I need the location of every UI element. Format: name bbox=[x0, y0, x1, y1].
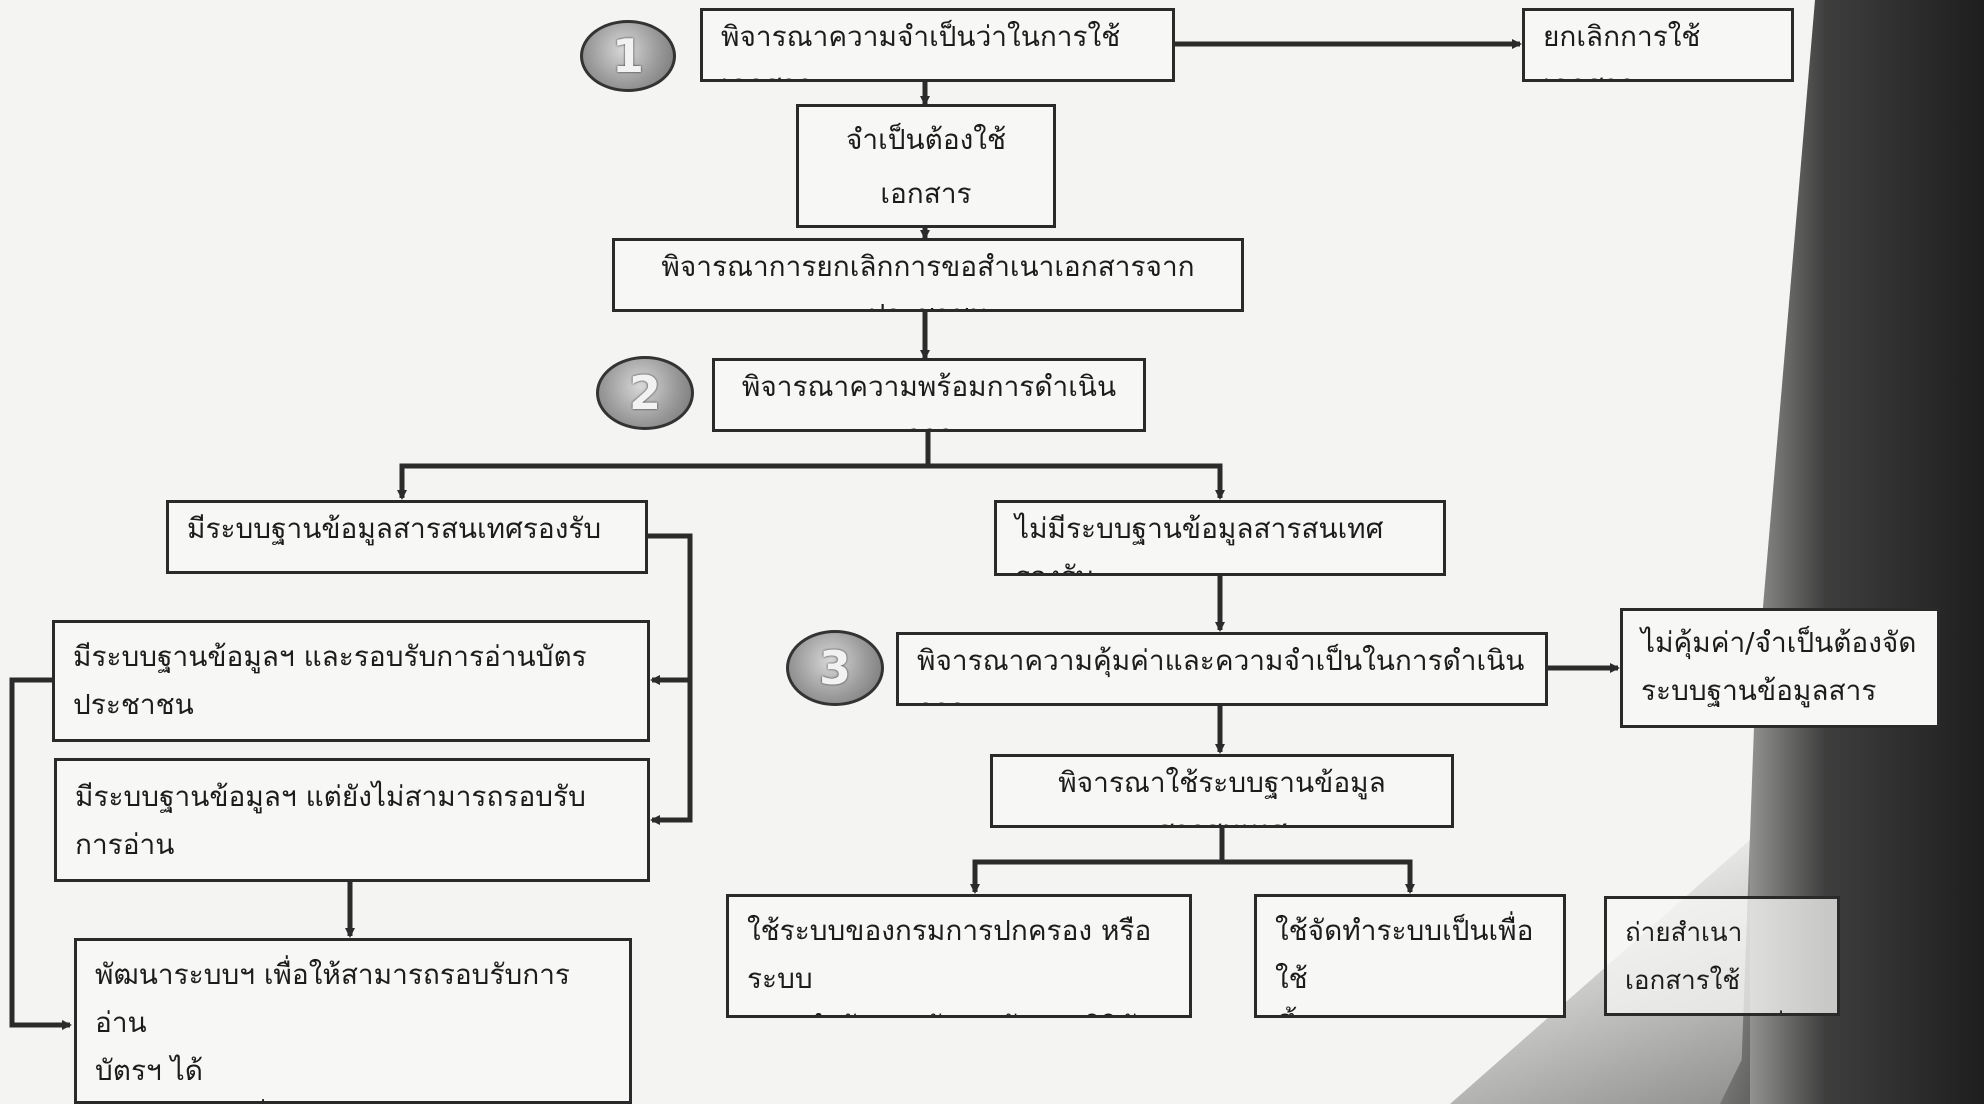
step-3-marker: 3 bbox=[786, 630, 884, 706]
use-dopa-line1: ใช้ระบบของกรมการปกครอง หรือระบบ bbox=[747, 914, 1152, 995]
has-db-nocard-box: มีระบบฐานข้อมูลฯ แต่ยังไม่สามารถรอบรับกา… bbox=[54, 758, 650, 882]
consider-use-db-box: พิจารณาใช้ระบบฐานข้อมูลสารสนเทศ bbox=[990, 754, 1454, 828]
copy-doc-line2: ตามแนวทางที่ 3 bbox=[1625, 1005, 1825, 1013]
not-worth-line2: ระบบฐานข้อมูลสาร bbox=[1641, 674, 1877, 707]
use-dopa-box: ใช้ระบบของกรมการปกครอง หรือระบบ ของ สำนั… bbox=[726, 894, 1192, 1018]
has-db-box: มีระบบฐานข้อมูลสารสนเทศรองรับ bbox=[166, 500, 648, 574]
has-db-nocard-line1: มีระบบฐานข้อมูลฯ แต่ยังไม่สามารถรอบรับกา… bbox=[75, 780, 586, 861]
consider-need-box: พิจารณาความจำเป็นว่าในการใช้เอกสาร bbox=[700, 8, 1175, 82]
copy-doc-box: ถ่ายสำเนาเอกสารใช้ ตามแนวทางที่ 3 bbox=[1604, 896, 1840, 1016]
consider-need-text: พิจารณาความจำเป็นว่าในการใช้เอกสาร bbox=[721, 20, 1121, 79]
has-db-card-line1: มีระบบฐานข้อมูลฯ และรอบรับการอ่านบัตร bbox=[73, 640, 587, 673]
step-1-marker: 1 bbox=[580, 20, 676, 92]
consider-cancel-copy-text: พิจารณาการยกเลิกการขอสำเนาเอกสารจากประชา… bbox=[661, 250, 1195, 309]
consider-worth-text: พิจารณาความคุ้มค่าและความจำเป็นในการดำเน… bbox=[917, 644, 1525, 703]
need-doc-box: จำเป็นต้องใช้ เอกสาร bbox=[796, 104, 1056, 228]
has-db-card-box: มีระบบฐานข้อมูลฯ และรอบรับการอ่านบัตร ปร… bbox=[52, 620, 650, 742]
no-db-text: ไม่มีระบบฐานข้อมูลสารสนเทศรองรับ bbox=[1015, 512, 1384, 573]
not-worth-line1: ไม่คุ้มค่า/จำเป็นต้องจัด bbox=[1641, 626, 1917, 659]
split-usedb bbox=[970, 826, 1225, 894]
cancel-use-text: ยกเลิกการใช้เอกสาร bbox=[1543, 20, 1701, 79]
split-readiness bbox=[397, 430, 931, 500]
bracket-card-to-develop bbox=[9, 677, 72, 1030]
split-readiness-right bbox=[928, 463, 1225, 500]
develop-line1: พัฒนาระบบฯ เพื่อให้สามารถรอบรับการอ่าน bbox=[95, 958, 570, 1039]
develop-line2: บัตรฯ ได้ bbox=[95, 1054, 203, 1087]
consider-worth-box: พิจารณาความคุ้มค่าและความจำเป็นในการดำเน… bbox=[896, 632, 1548, 706]
need-doc-line1: จำเป็นต้องใช้ bbox=[846, 123, 1006, 156]
need-doc-line2: เอกสาร bbox=[880, 177, 972, 210]
has-db-nocard-line2: บัตรประจำตัวประชาชน bbox=[75, 869, 629, 879]
not-worth-box: ไม่คุ้มค่า/จำเป็นต้องจัด ระบบฐานข้อมูลสา… bbox=[1620, 608, 1940, 728]
use-dopa-line2: ของ สำนักงานพัฒนารัฐบาลดิจิทัล bbox=[747, 1003, 1171, 1015]
cancel-use-box: ยกเลิกการใช้เอกสาร bbox=[1522, 8, 1794, 82]
build-own-line1: ใช้จัดทำระบบเป็นเพื่อใช้ bbox=[1275, 914, 1534, 995]
split-usedb-right bbox=[1222, 859, 1415, 894]
consider-use-db-text: พิจารณาใช้ระบบฐานข้อมูลสารสนเทศ bbox=[1058, 766, 1386, 825]
copy-doc-line1: ถ่ายสำเนาเอกสารใช้ bbox=[1625, 918, 1743, 996]
develop-line3: ตามแนวทางที่ 1 หรือ 2 bbox=[95, 1095, 611, 1101]
no-db-box: ไม่มีระบบฐานข้อมูลสารสนเทศรองรับ bbox=[994, 500, 1446, 576]
consider-readiness-text: พิจารณาความพร้อมการดำเนินการ bbox=[741, 370, 1117, 429]
step-2-marker: 2 bbox=[596, 356, 694, 430]
build-own-box: ใช้จัดทำระบบเป็นเพื่อใช้ ขึ้นเอง bbox=[1254, 894, 1566, 1018]
has-db-card-line2: ประชาชน bbox=[73, 688, 194, 721]
build-own-line2: ขึ้นเอง bbox=[1275, 1003, 1545, 1015]
develop-box: พัฒนาระบบฯ เพื่อให้สามารถรอบรับการอ่าน บ… bbox=[74, 938, 632, 1104]
consider-cancel-copy-box: พิจารณาการยกเลิกการขอสำเนาเอกสารจากประชา… bbox=[612, 238, 1244, 312]
has-db-text: มีระบบฐานข้อมูลสารสนเทศรองรับ bbox=[187, 512, 602, 545]
consider-readiness-box: พิจารณาความพร้อมการดำเนินการ bbox=[712, 358, 1146, 432]
